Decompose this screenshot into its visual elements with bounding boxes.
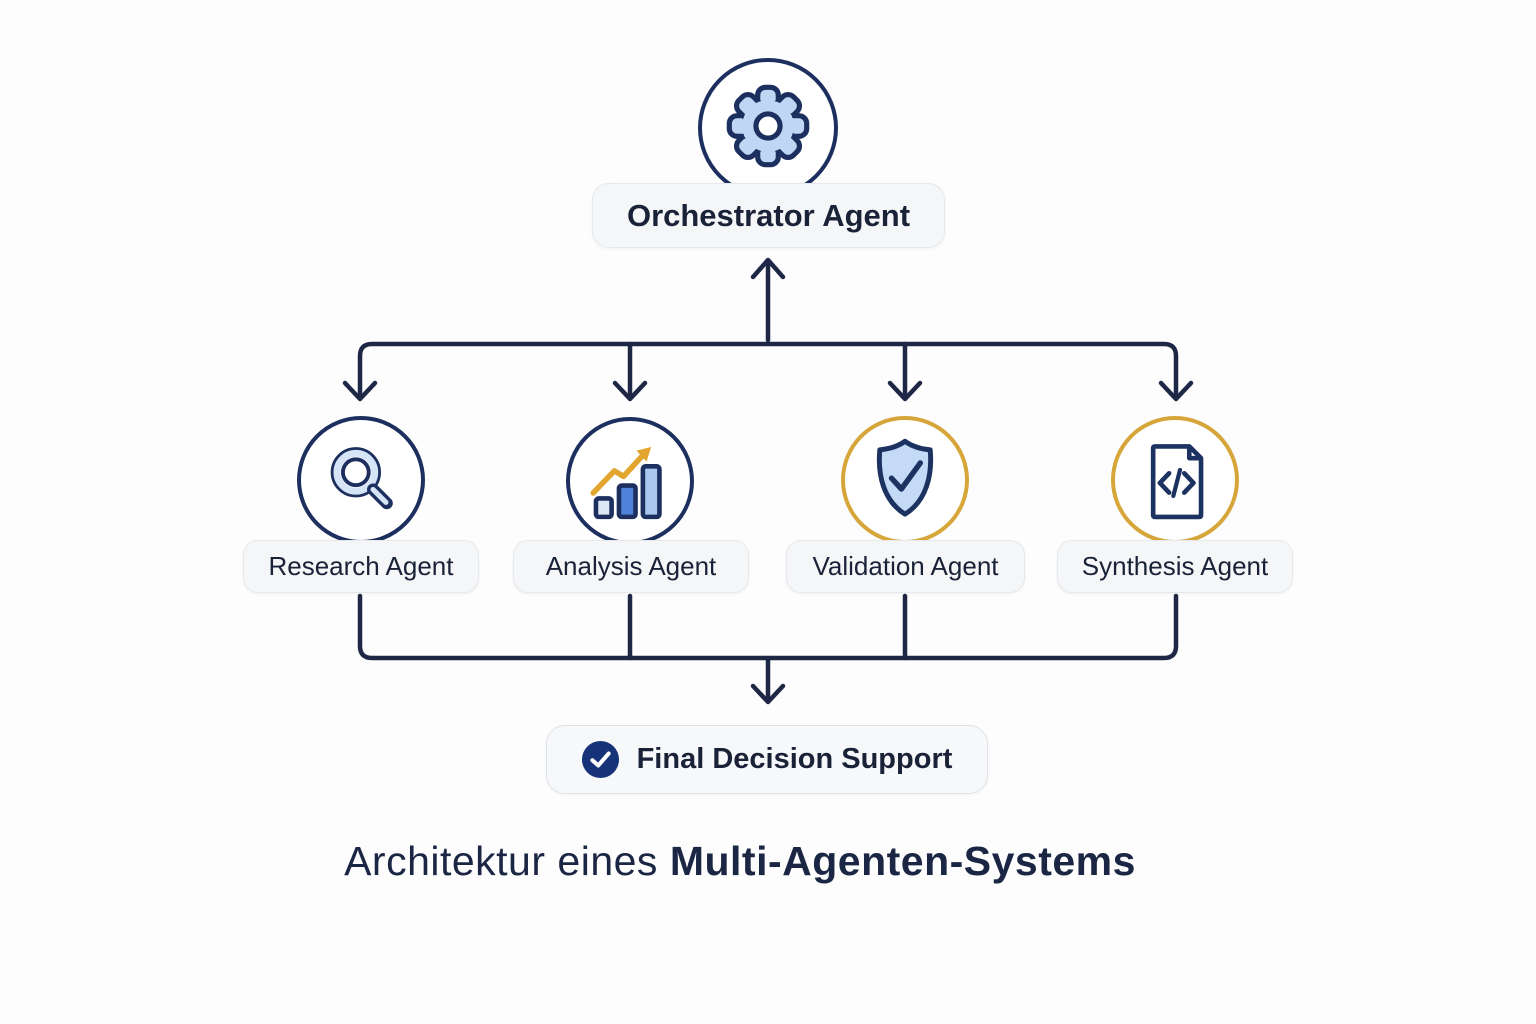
fanout-arrowhead-research	[342, 380, 378, 402]
synthesis-agent-label: Synthesis Agent	[1057, 540, 1293, 593]
fanout-arrowhead-synthesis	[1158, 380, 1194, 402]
orchestrator-label: Orchestrator Agent	[592, 183, 945, 248]
code-file-icon	[1133, 438, 1217, 522]
fanout-bus	[357, 341, 1179, 400]
final-decision-label: Final Decision Support	[636, 743, 953, 775]
magnifier-icon	[318, 437, 404, 523]
diagram-title: Architektur eines Multi-Agenten-Systems	[0, 838, 1480, 885]
research-agent-circle	[297, 416, 425, 544]
diagram-title-regular: Architektur eines	[344, 838, 658, 884]
fanout-arrowhead-analysis	[612, 380, 648, 402]
fanout-arrowhead-validation	[887, 380, 923, 402]
orchestrator-circle	[698, 58, 838, 198]
diagram-title-bold: Multi-Agenten-Systems	[669, 838, 1136, 884]
validation-agent-circle	[841, 416, 969, 544]
research-agent-label-text: Research Agent	[268, 551, 454, 581]
validation-agent-label: Validation Agent	[786, 540, 1025, 593]
shield-check-icon	[860, 435, 950, 525]
validation-agent-label-text: Validation Agent	[812, 551, 999, 581]
analysis-agent-circle	[566, 417, 694, 545]
trend-bar-chart-icon	[584, 435, 676, 527]
uplink-arrowhead	[750, 257, 786, 280]
orchestrator-label-text: Orchestrator Agent	[626, 197, 911, 233]
check-circle-icon	[581, 741, 619, 778]
output-arrowhead	[750, 683, 786, 705]
research-agent-label: Research Agent	[243, 540, 479, 593]
synthesis-agent-circle	[1111, 416, 1239, 544]
analysis-agent-label: Analysis Agent	[513, 540, 749, 593]
gear-icon	[725, 83, 811, 174]
synthesis-agent-label-text: Synthesis Agent	[1081, 551, 1269, 581]
analysis-agent-label-text: Analysis Agent	[545, 551, 717, 581]
final-decision-node: Final Decision Support	[546, 725, 988, 794]
merge-bus	[357, 593, 1179, 661]
